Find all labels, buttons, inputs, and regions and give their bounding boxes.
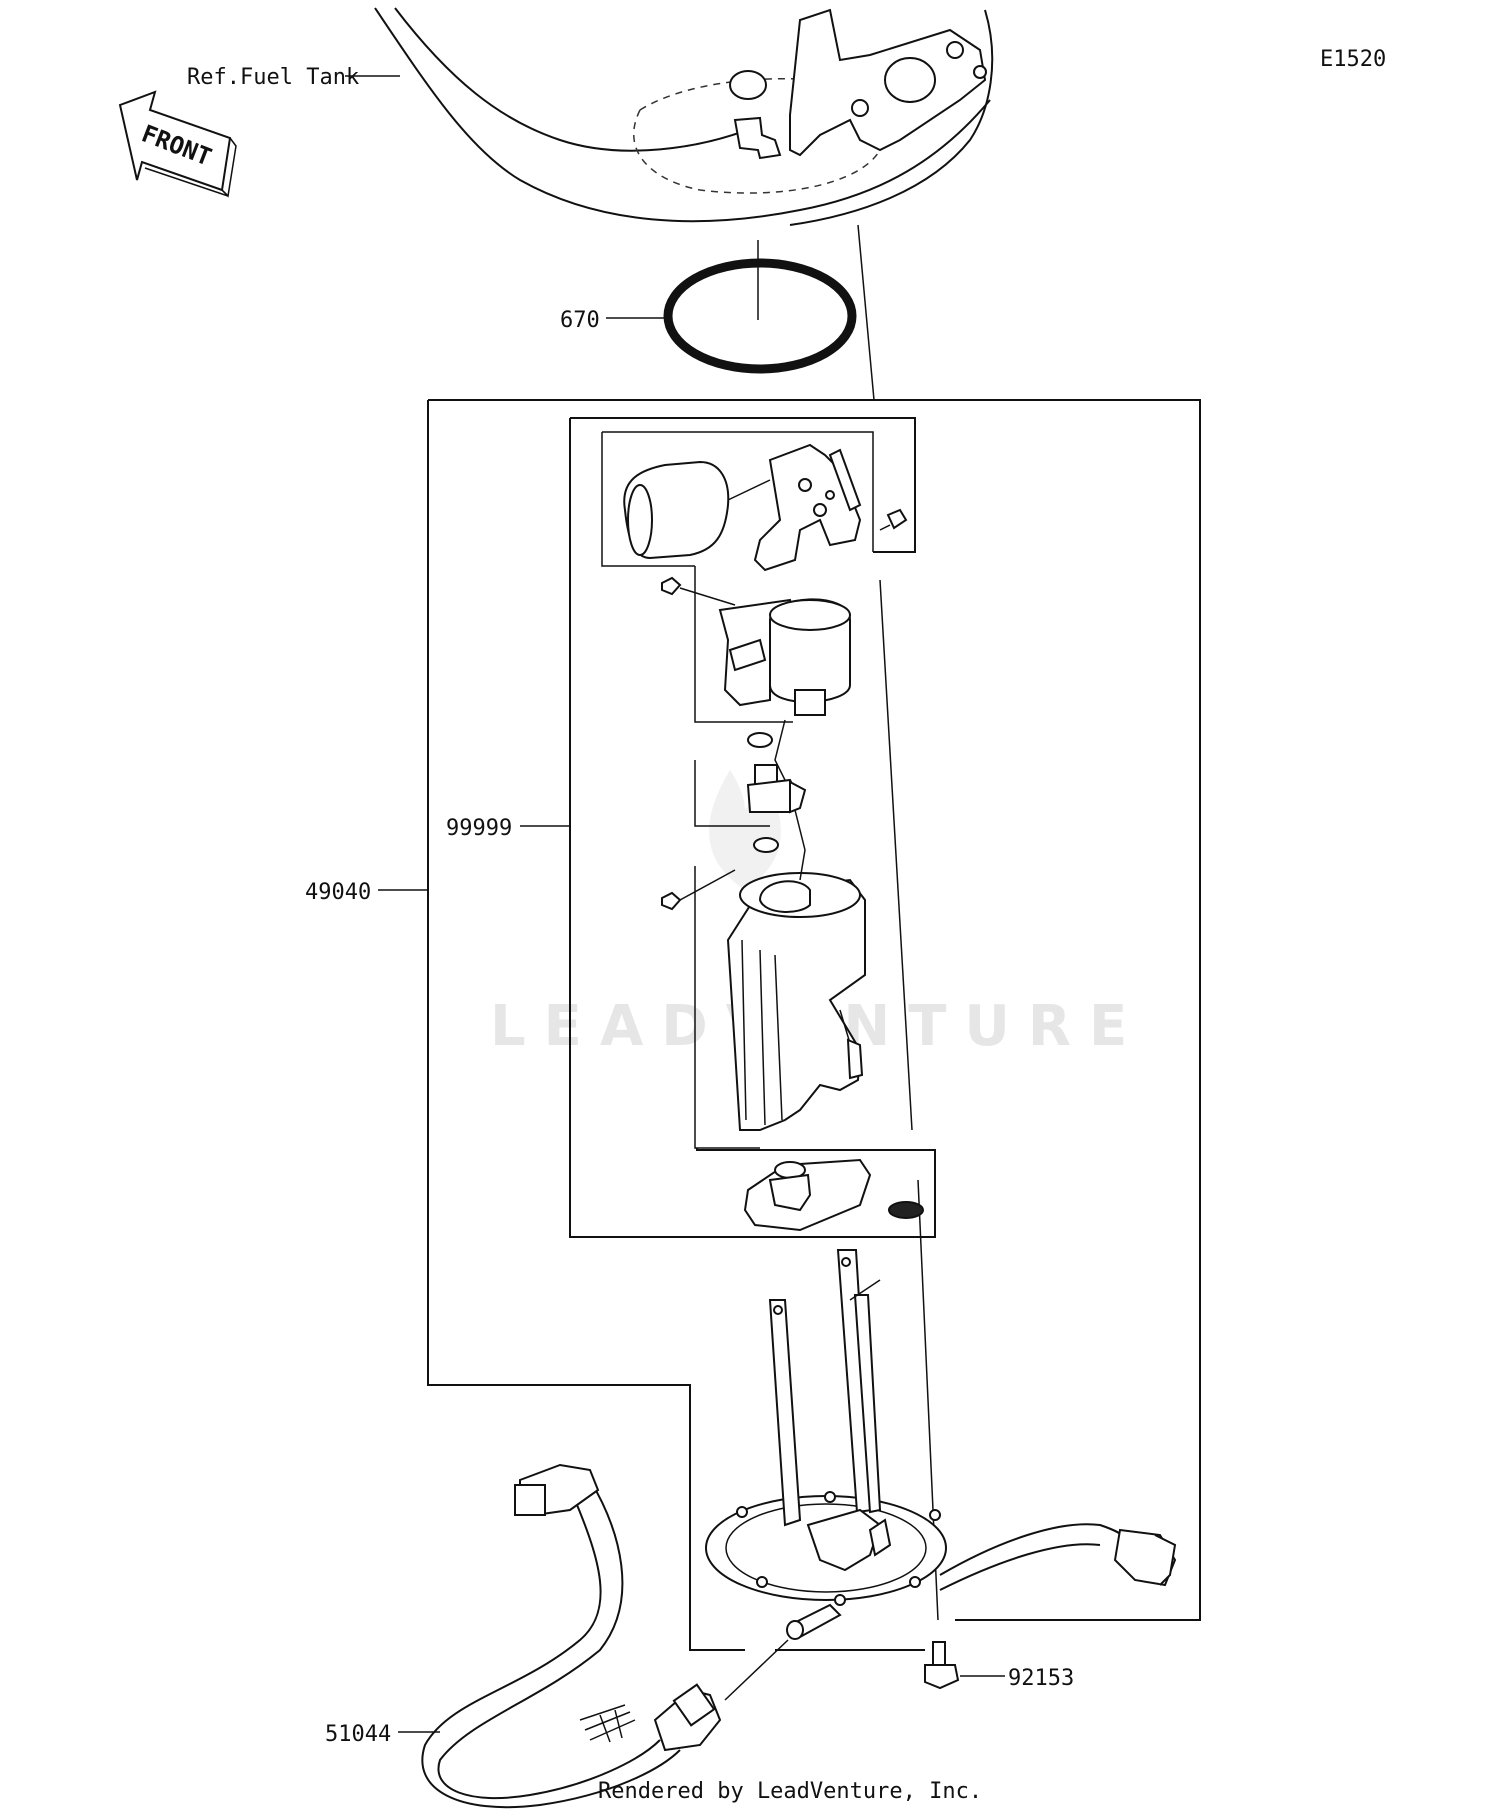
bracket-99999 xyxy=(569,417,936,1238)
pump-mounting-plate[interactable] xyxy=(705,1249,947,1606)
o-ring-lower[interactable] xyxy=(888,1201,924,1219)
fuel-tank-outline xyxy=(374,7,994,226)
screw-upper-right[interactable] xyxy=(879,508,908,531)
screw-lower-left[interactable] xyxy=(661,869,736,911)
pressure-regulator[interactable] xyxy=(746,764,807,814)
callout-49040: 49040 xyxy=(305,880,371,905)
pump-outlet-cover[interactable] xyxy=(743,1158,872,1232)
outlet-nipple[interactable] xyxy=(786,1603,842,1640)
render-credit: Rendered by LeadVenture, Inc. xyxy=(598,1779,982,1804)
pump-wire-harness[interactable] xyxy=(939,1523,1177,1591)
screw-upper-left[interactable] xyxy=(661,576,736,606)
bolt-92153[interactable] xyxy=(924,1641,960,1690)
diagram-code: E1520 xyxy=(1320,47,1386,72)
front-direction-arrow: FRONT xyxy=(118,90,237,198)
fuel-pump-motor[interactable] xyxy=(718,598,851,851)
callout-99999: 99999 xyxy=(446,816,512,841)
fuel-filter-housing[interactable] xyxy=(726,849,866,1131)
o-ring-upper[interactable] xyxy=(747,732,773,748)
fuel-level-sender[interactable] xyxy=(623,443,862,572)
callout-51044: 51044 xyxy=(325,1722,391,1747)
fuel-pump-gasket-670[interactable] xyxy=(663,258,857,374)
bracket-49040 xyxy=(427,399,1201,1651)
ref-fuel-tank-label: Ref.Fuel Tank xyxy=(187,65,359,90)
o-ring-middle[interactable] xyxy=(753,837,779,853)
fuel-hose-51044[interactable] xyxy=(421,1463,722,1809)
callout-92153: 92153 xyxy=(1008,1666,1074,1691)
callout-670: 670 xyxy=(560,308,600,333)
